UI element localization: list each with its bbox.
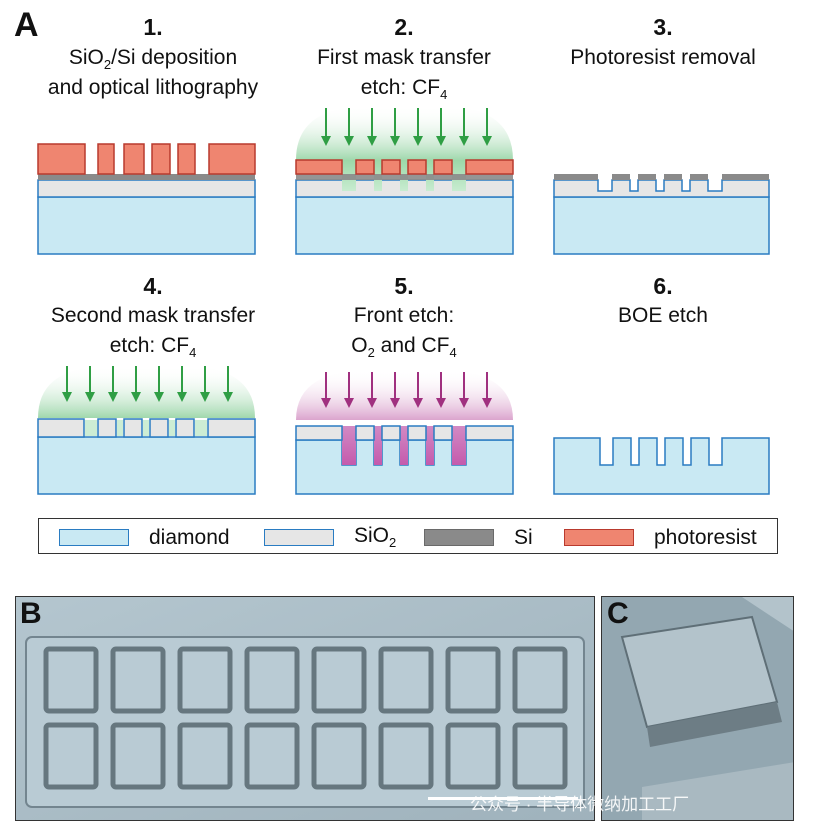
diamond-layer (553, 196, 770, 255)
watermark-text: 公众号 · 半导体微纳加工工厂 (470, 795, 690, 814)
step-5-number: 5. (394, 273, 414, 299)
legend-item-diamond: diamond (59, 519, 230, 555)
process-diagrams (37, 106, 770, 495)
diamond-swatch (59, 528, 129, 546)
photoresist-pattern (37, 143, 256, 175)
step-4-title-line2: etch: CF4 (109, 334, 197, 360)
sem-tilted-graphic (602, 597, 793, 820)
step-3-number: 3. (653, 14, 673, 40)
legend-item-sio2: SiO2 (264, 519, 396, 555)
cf4-arrows (62, 366, 233, 402)
step-4-title-line1: Second mask transfer (50, 304, 256, 327)
step-4-diagram (37, 366, 256, 495)
step-6-title: BOE etch (618, 304, 708, 327)
si-mask (554, 174, 769, 180)
sio2-layer (37, 179, 256, 198)
photoresist-swatch (564, 528, 634, 546)
step-2-diagram (295, 106, 514, 255)
sio2-mask (37, 418, 256, 438)
o2-cf4-arrows (321, 372, 492, 408)
sem-image-b (15, 596, 595, 821)
step-4-number: 4. (143, 273, 163, 299)
sio2-swatch (264, 528, 334, 546)
cf4-arrows (321, 108, 492, 146)
photoresist-pattern (295, 159, 514, 175)
step-2-title-line1: First mask transfer (317, 46, 491, 69)
step-1-diagram (37, 143, 256, 255)
step-1-number: 1. (143, 14, 163, 40)
diamond-structure (553, 437, 770, 495)
legend-item-si: Si (424, 519, 533, 555)
legend-label-diamond: diamond (149, 525, 230, 549)
legend-label-sio2: SiO2 (354, 524, 397, 550)
step-5-title-line1: Front etch: (353, 304, 455, 327)
step-5-title-line2: O2 and CF4 (351, 334, 457, 360)
step-6-number: 6. (653, 273, 673, 299)
sio2-mask (295, 425, 514, 441)
diamond-layer (37, 196, 256, 255)
cf4-plasma-glow (296, 106, 513, 160)
panel-c-label: C (607, 597, 629, 630)
step-3-title: Photoresist removal (570, 46, 756, 69)
legend-label-si: Si (514, 525, 533, 549)
si-layer (296, 174, 513, 180)
sio2-layer (553, 179, 770, 198)
panel-a-label: A (14, 6, 39, 44)
o2-cf4-plasma-glow (296, 370, 513, 420)
legend: diamond SiO2 Si photoresist (38, 518, 778, 554)
etched-trenches (342, 426, 466, 465)
step-5-diagram (295, 370, 514, 495)
step-2-number: 2. (394, 14, 414, 40)
si-swatch (424, 528, 494, 546)
step-3-diagram (553, 174, 770, 255)
step-6-diagram (553, 437, 770, 495)
panel-b-label: B (20, 597, 42, 630)
step-2-title-line2: etch: CF4 (360, 76, 448, 102)
diamond-layer (37, 436, 256, 495)
cf4-plasma-glow (38, 366, 255, 418)
sem-array-graphic (16, 597, 594, 820)
step-1-title-line2: and optical lithography (47, 76, 259, 99)
step-1-title-line1: SiO2/Si deposition (68, 46, 238, 72)
etched-openings (85, 420, 207, 436)
legend-label-photoresist: photoresist (654, 525, 757, 549)
legend-item-photoresist: photoresist (564, 519, 757, 555)
sem-image-c (601, 596, 794, 821)
si-layer (38, 174, 255, 180)
diamond-layer (295, 196, 514, 255)
